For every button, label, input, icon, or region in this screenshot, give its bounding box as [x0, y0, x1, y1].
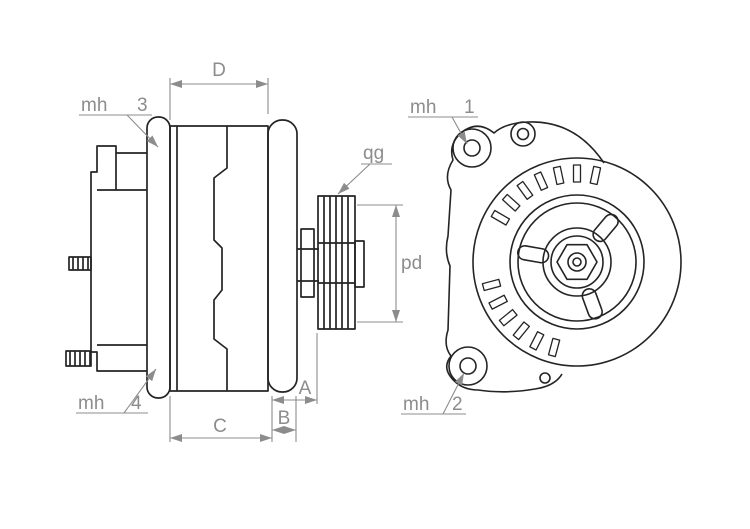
terminal-stud-top-threads — [72, 257, 89, 270]
callout-mh1-number: 1 — [464, 97, 475, 118]
vent-slot — [533, 171, 549, 191]
rear-housing-details — [97, 153, 147, 346]
body-outer-circle — [472, 157, 682, 367]
pulley-spokes — [517, 213, 619, 320]
terminal-stud-bottom-threads — [69, 351, 91, 366]
shaft-end-circle — [567, 252, 587, 272]
vent-slot — [488, 294, 508, 310]
mounting-ear-2-boss — [448, 346, 488, 386]
mounting-hole-2 — [459, 357, 477, 375]
callout-mh2-prefix: mh — [403, 394, 429, 415]
leader-mh1 — [451, 116, 468, 145]
leader-mh2 — [442, 372, 465, 415]
mounting-hole-top — [516, 127, 530, 141]
vent-slot — [547, 337, 561, 358]
callout-mh3-prefix: mh — [81, 95, 107, 116]
drive-end-flange — [267, 119, 298, 393]
housing-contour — [213, 126, 228, 391]
callout-mh1-prefix: mh — [410, 97, 436, 118]
dimension-lines — [76, 78, 478, 443]
spoke — [592, 213, 619, 243]
dim-label-qg: qg — [363, 143, 384, 164]
terminal-stud-bottom — [65, 350, 92, 367]
dim-label-A: A — [299, 378, 312, 399]
pulley-inner-circle — [517, 202, 637, 322]
dim-label-pd: pd — [401, 253, 422, 274]
pulley-outer-circle — [509, 194, 645, 330]
spoke — [517, 244, 550, 264]
vent-slot — [512, 321, 531, 341]
pulley-bore-lines — [318, 242, 355, 284]
leader-qg — [337, 163, 371, 195]
mounting-ear-top-boss — [510, 121, 536, 147]
dim-label-C: C — [213, 416, 227, 437]
shaft-nut — [354, 240, 365, 288]
dim-label-D: D — [212, 60, 226, 81]
drawing-labels: D A B C pd qg mh 3 mh 4 mh 1 mh 2 — [78, 60, 475, 437]
vent-slots — [481, 164, 602, 358]
shaft-hex-nut — [556, 243, 598, 281]
hub-outer-circle — [542, 227, 612, 297]
mounting-hole-1 — [463, 139, 481, 157]
pulley-grooves — [323, 196, 349, 329]
callout-mh3-number: 3 — [137, 95, 148, 116]
vent-slot — [498, 308, 518, 327]
vent-slot — [572, 164, 582, 183]
vent-slot — [516, 180, 534, 200]
vent-slot — [490, 209, 511, 226]
hub-inner-circle — [550, 235, 604, 289]
mounting-ear-1-boss — [452, 128, 492, 168]
callout-mh4-prefix: mh — [78, 393, 104, 414]
spoke — [581, 288, 603, 320]
shaft-center-circle — [572, 257, 582, 267]
stator-body — [169, 125, 269, 392]
small-bottom-hole — [539, 372, 551, 384]
side-view-part — [65, 116, 365, 399]
terminal-stud-top — [68, 256, 92, 271]
leader-mh3 — [126, 114, 159, 148]
vent-slot — [529, 331, 545, 351]
leader-mh4 — [123, 368, 157, 414]
callout-mh4-number: 4 — [131, 393, 142, 414]
pulley-spacer — [300, 228, 315, 298]
rear-housing-outline — [90, 145, 147, 372]
vent-slot — [481, 278, 502, 292]
dim-label-B: B — [278, 408, 291, 429]
callout-mh2-number: 2 — [452, 394, 463, 415]
front-mounting-flange — [146, 116, 171, 399]
front-view-part — [445, 121, 682, 393]
mounting-bracket-outline — [445, 121, 605, 393]
vent-slot — [589, 165, 602, 186]
vent-slot — [501, 193, 521, 212]
vent-slot — [552, 165, 565, 186]
